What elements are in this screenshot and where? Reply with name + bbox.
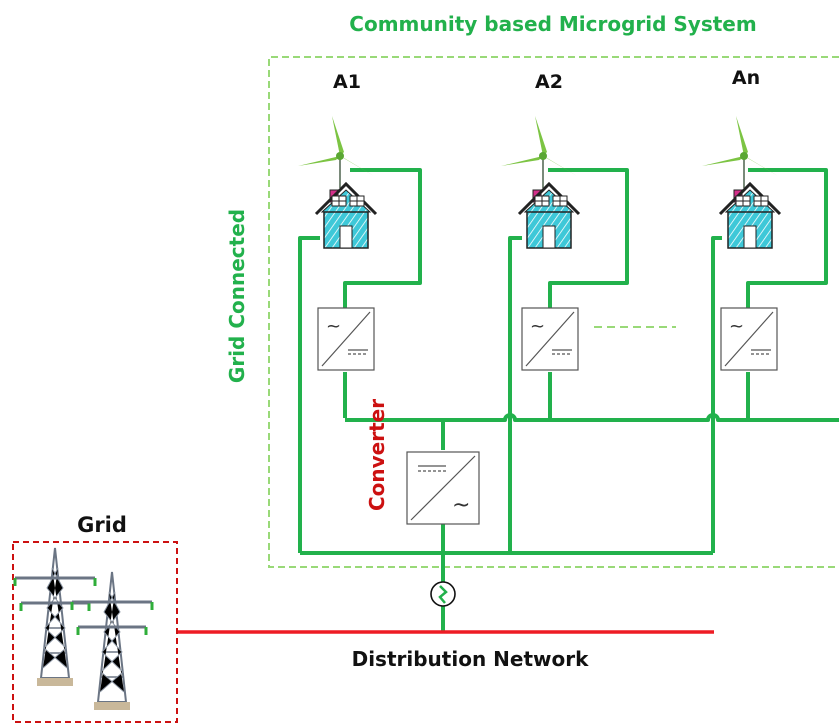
- transmission-tower-front-icon: [70, 570, 154, 712]
- house-a1-icon: [296, 114, 378, 250]
- switch-icon: [430, 581, 456, 607]
- house-label-an: An: [732, 67, 760, 89]
- converter-label: Converter: [365, 399, 389, 511]
- microgrid-boundary: [268, 56, 839, 568]
- distribution-network-label: Distribution Network: [352, 647, 589, 671]
- inverter-an-icon: [720, 307, 778, 371]
- inverter-a2-icon: [521, 307, 579, 371]
- house-an-icon: [700, 114, 782, 250]
- grid-connected-label: Grid Connected: [225, 209, 249, 383]
- house-label-a2: A2: [535, 71, 563, 93]
- inverter-a1-icon: [317, 307, 375, 371]
- house-a2-icon: [499, 114, 581, 250]
- grid-boundary: [12, 541, 178, 723]
- transmission-tower-back-icon: [13, 546, 97, 688]
- central-converter-icon: ~: [406, 451, 480, 525]
- grid-label: Grid: [77, 513, 127, 537]
- green-wiring: [298, 168, 839, 632]
- svg-text:~: ~: [452, 493, 470, 518]
- diagram-title: Community based Microgrid System: [349, 12, 756, 36]
- house-label-a1: A1: [333, 71, 361, 93]
